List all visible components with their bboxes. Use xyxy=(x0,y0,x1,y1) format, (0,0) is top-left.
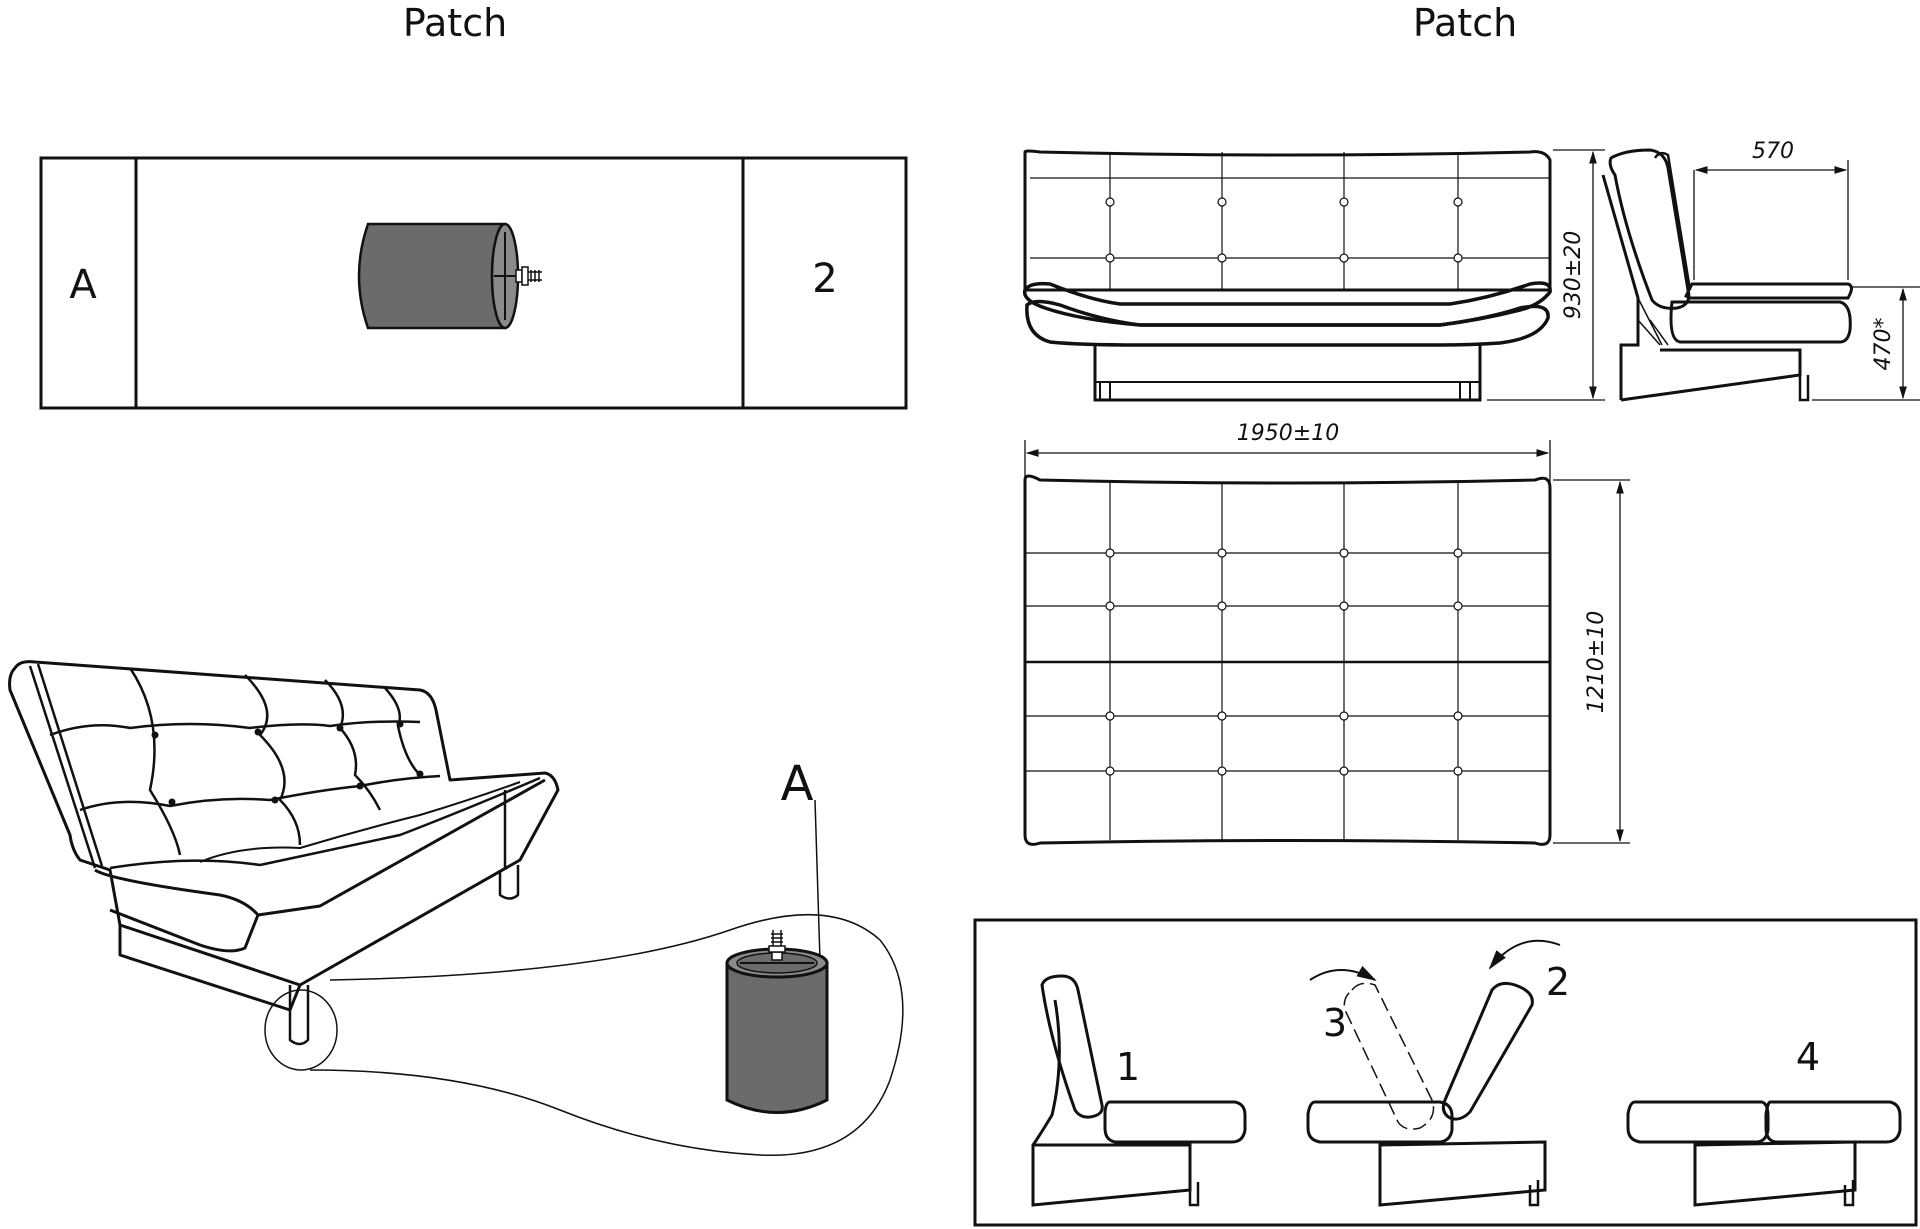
height-label: 930±20 xyxy=(1561,231,1586,319)
bed-top-view xyxy=(1023,474,1552,846)
length-dimension xyxy=(1553,479,1630,844)
steps-panel: 1 3 2 4 xyxy=(973,918,1918,1227)
step-2-label: 2 xyxy=(1546,960,1570,1004)
seat-depth-dimension xyxy=(1693,160,1849,280)
parts-panel xyxy=(39,156,908,410)
callout-detail-marker: A xyxy=(781,756,814,812)
front-view xyxy=(1022,149,1552,402)
side-view xyxy=(1601,148,1853,402)
step-1-label: 1 xyxy=(1116,1045,1140,1089)
step-4-label: 4 xyxy=(1796,1035,1820,1079)
seat-height-dimension xyxy=(1812,286,1920,401)
seat-depth-label: 570 xyxy=(1752,139,1794,164)
leg-callout xyxy=(264,799,904,1157)
sofa-leg-detail xyxy=(725,930,829,1114)
sofa-leg-part xyxy=(357,222,542,330)
step-4-sofa xyxy=(1626,1100,1902,1207)
title-left: Patch xyxy=(403,1,507,45)
step-1-sofa xyxy=(1031,974,1247,1207)
length-label: 1210±10 xyxy=(1584,611,1609,713)
panel-detail-marker: A xyxy=(69,262,97,308)
height-dimension xyxy=(1487,149,1605,401)
panel-step-number: 2 xyxy=(812,256,837,302)
title-right: Patch xyxy=(1413,1,1517,45)
sofa-perspective xyxy=(8,660,560,1046)
width-label: 1950±10 xyxy=(1237,421,1339,446)
step-3-label: 3 xyxy=(1323,1001,1347,1045)
seat-height-label: 470* xyxy=(1871,318,1896,371)
step-2-3-sofa xyxy=(1306,939,1561,1207)
